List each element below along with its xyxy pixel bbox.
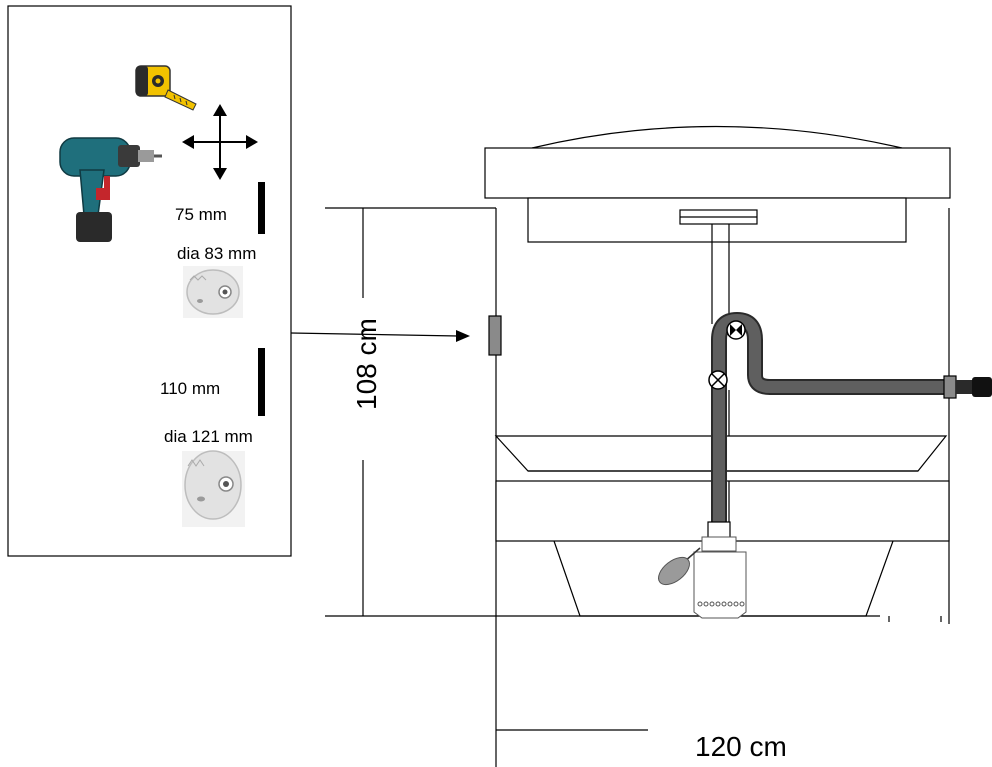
hole-small-depth-label: 75 mm [175, 205, 227, 224]
depth-bar-small [258, 182, 265, 234]
outlet-fitting [943, 375, 992, 399]
depth-bar-large [258, 348, 265, 416]
check-valve-icon [726, 320, 746, 340]
width-label: 120 cm [695, 731, 787, 762]
hole-small-dia-label: dia 83 mm [177, 244, 256, 263]
hole-saw-icon [183, 266, 243, 318]
pointer-arrow [290, 330, 470, 342]
hole-saw-icon [182, 450, 245, 527]
tape-measure-icon [135, 65, 197, 111]
height-label: 108 cm [351, 318, 382, 410]
lid-dome [531, 125, 903, 149]
inlet-fitting [488, 315, 502, 356]
lid [484, 147, 951, 199]
ball-valve-icon [708, 370, 728, 390]
tank-diagram [325, 125, 951, 767]
float-switch-icon [658, 556, 690, 586]
discharge-pipe [711, 312, 948, 530]
hole-large-dia-label: dia 121 mm [164, 427, 253, 446]
tool-panel: 75 mm dia 83 mm 110 mm dia 121 mm [7, 5, 292, 557]
move-arrows-icon [182, 104, 258, 180]
cordless-drill-icon [59, 137, 162, 242]
hole-large-depth-label: 110 mm [160, 379, 220, 398]
pump-icon [658, 521, 747, 619]
